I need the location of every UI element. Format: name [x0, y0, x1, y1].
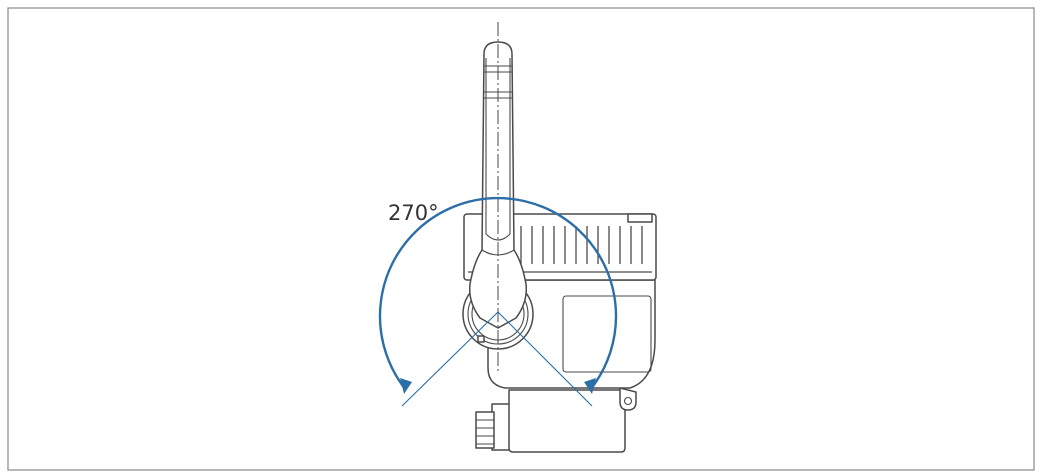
- arc-arrowhead-right: [584, 378, 596, 394]
- rotation-arc: [378, 196, 618, 391]
- arc-arrowhead-left: [400, 378, 412, 394]
- lower-housing: [508, 389, 626, 453]
- joint-pin: [477, 335, 485, 343]
- antenna-grooves: [481, 58, 515, 256]
- label-plate: [562, 295, 652, 373]
- diagram-frame: [7, 7, 1035, 471]
- cooling-fins: [468, 226, 652, 273]
- side-lug: [619, 387, 637, 411]
- angle-label: 270°: [388, 201, 439, 225]
- angle-limit-lines: [401, 311, 593, 407]
- head-tab: [627, 213, 653, 223]
